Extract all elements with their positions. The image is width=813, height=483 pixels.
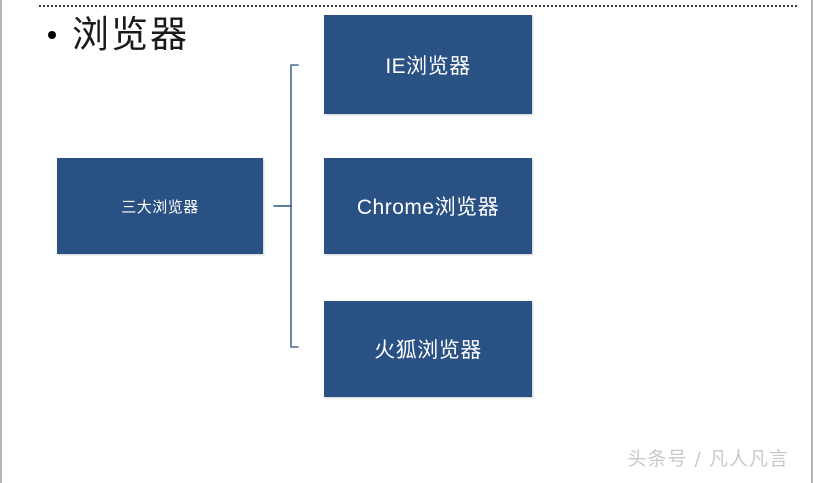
bullet-point-icon	[48, 31, 56, 39]
diagram-node-ie-label: IE浏览器	[385, 54, 471, 78]
bracket-connector	[264, 56, 308, 356]
diagram-node-root-label: 三大浏览器	[121, 198, 199, 216]
diagram-node-firefox-label: 火狐浏览器	[374, 339, 482, 362]
slide-title-line: 浏览器	[48, 16, 189, 53]
watermark-text: 头条号 / 凡人凡言	[627, 448, 789, 470]
diagram-node-chrome[interactable]: Chrome浏览器	[324, 158, 532, 254]
page-title: 浏览器	[72, 13, 189, 56]
diagram-node-firefox[interactable]: 火狐浏览器	[324, 301, 532, 397]
diagram-node-chrome-label: Chrome浏览器	[356, 196, 500, 219]
diagram-node-root[interactable]: 三大浏览器	[57, 158, 263, 254]
diagram-node-ie[interactable]: IE浏览器	[324, 15, 532, 114]
top-dotted-divider	[39, 5, 797, 7]
